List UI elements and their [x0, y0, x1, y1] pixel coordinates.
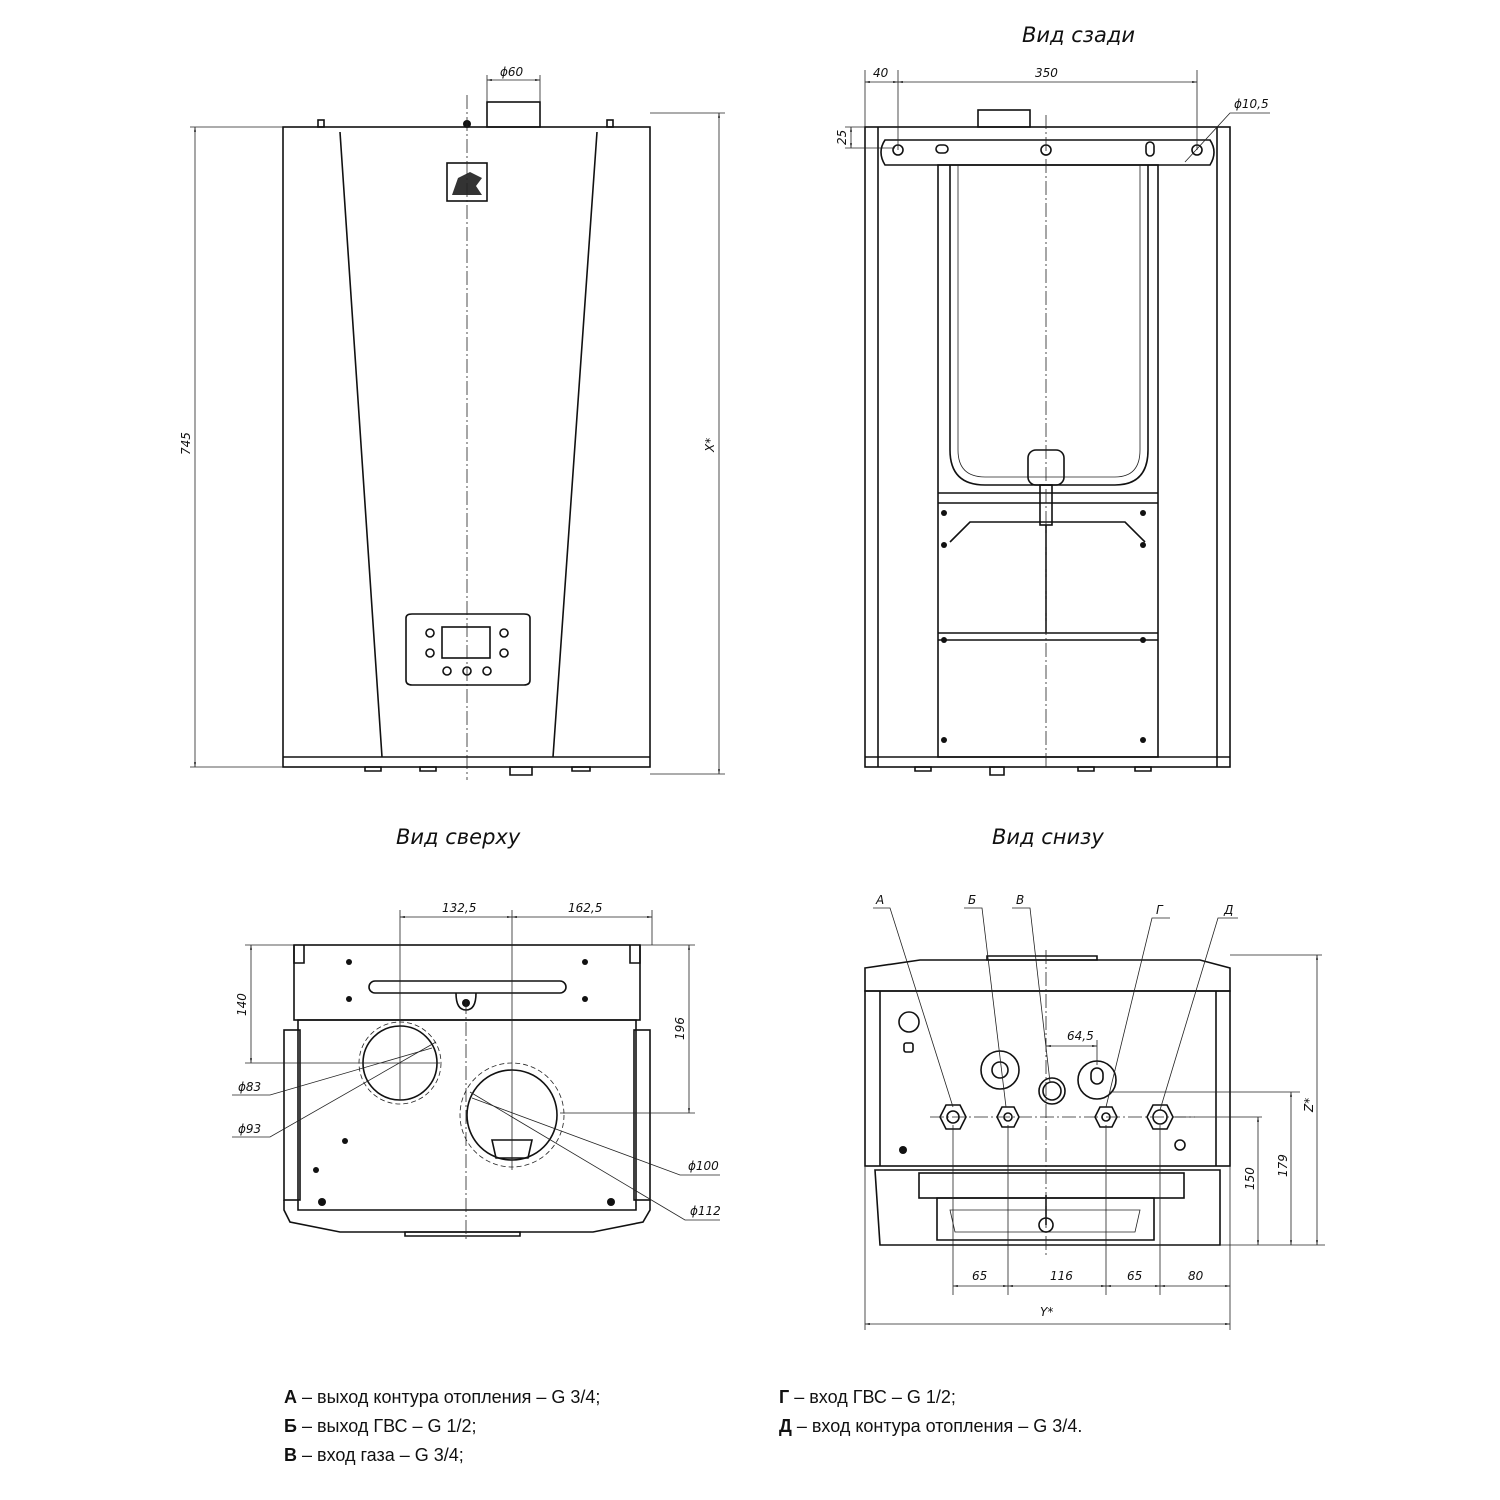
mounting-bar: [880, 139, 1215, 166]
dim-height-745: 745: [179, 432, 193, 455]
dim-hole-diameter: ϕ10,5: [1234, 97, 1269, 111]
top-view-title: Вид сверху: [396, 825, 521, 849]
label-g: Г: [1156, 903, 1164, 917]
label-v: В: [1016, 893, 1024, 907]
heat-exchanger: [949, 165, 1149, 486]
dim-116: 116: [1050, 1269, 1073, 1283]
dim-150: 150: [1243, 1167, 1257, 1190]
bottom-view: А Б В Г Д 64,5 65 116 65 80 Y* 150 179 Z…: [864, 893, 1325, 1330]
dim-d112: ϕ112: [690, 1204, 721, 1218]
display-screen: [441, 626, 491, 659]
dim-162-5: 162,5: [568, 901, 602, 915]
label-a: А: [875, 893, 884, 907]
dim-140: 140: [235, 993, 249, 1016]
dim-40: 40: [873, 66, 889, 80]
legend-left: А – выход контура отопления – G 3/4; Б –…: [284, 1383, 600, 1470]
dim-y: Y*: [1040, 1305, 1053, 1319]
dim-z: Z*: [1302, 1098, 1316, 1113]
dim-64-5: 64,5: [1067, 1029, 1094, 1043]
dim-flue-diameter: ϕ60: [500, 65, 524, 79]
rear-view: 40 350 25 ϕ10,5: [835, 66, 1270, 776]
legend-item-b: Б – выход ГВС – G 1/2;: [284, 1416, 477, 1436]
rear-view-title: Вид сзади: [1022, 23, 1135, 47]
control-panel: [405, 613, 531, 686]
boiler-body: [282, 126, 651, 768]
dim-179: 179: [1276, 1154, 1290, 1177]
dim-80: 80: [1188, 1269, 1204, 1283]
label-b: Б: [968, 893, 976, 907]
dim-132-5: 132,5: [442, 901, 476, 915]
front-view: 745 X* ϕ60: [179, 65, 725, 780]
dim-x: X*: [703, 438, 717, 453]
flue-pipe: [486, 101, 541, 128]
legend-item-g: Г – вход ГВС – G 1/2;: [779, 1387, 956, 1407]
label-d: Д: [1223, 903, 1233, 917]
legend-item-v: В – вход газа – G 3/4;: [284, 1445, 464, 1465]
legend-item-d: Д – вход контура отопления – G 3/4.: [779, 1416, 1083, 1436]
legend-right: Г – вход ГВС – G 1/2; Д – вход контура о…: [779, 1383, 1082, 1441]
top-view: 132,5 162,5 140 196 ϕ83 ϕ93 ϕ100 ϕ112: [232, 901, 721, 1240]
bottom-view-title: Вид снизу: [992, 825, 1104, 849]
legend-item-a: А – выход контура отопления – G 3/4;: [284, 1387, 601, 1407]
dim-d100: ϕ100: [688, 1159, 719, 1173]
dim-25: 25: [835, 130, 849, 145]
dim-d93: ϕ93: [238, 1122, 261, 1136]
dim-65-a: 65: [972, 1269, 987, 1283]
dim-d83: ϕ83: [238, 1080, 261, 1094]
dim-350: 350: [1035, 66, 1058, 80]
dim-65-b: 65: [1127, 1269, 1142, 1283]
front-panel-curves: [339, 131, 598, 758]
dim-196: 196: [673, 1017, 687, 1040]
